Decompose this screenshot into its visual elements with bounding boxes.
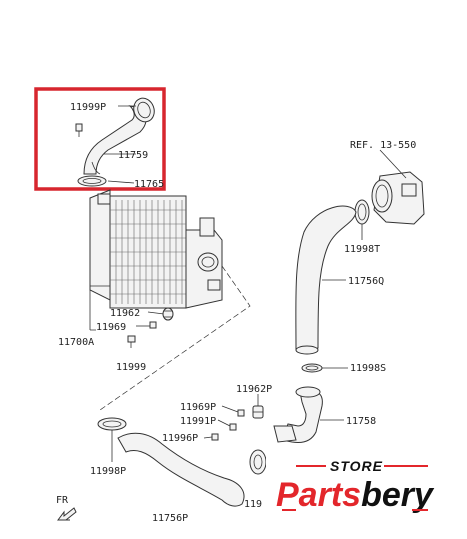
reference-label: REF. 13-550: [350, 140, 416, 151]
label-11969P: 11969P: [180, 402, 216, 413]
clamp-11998T: [354, 199, 370, 225]
label-11756P: 11756P: [152, 513, 188, 524]
leader-11765: [107, 180, 135, 184]
grommet-11962P: [252, 405, 264, 419]
logo-store-text: STORE: [330, 458, 383, 474]
label-11758: 11758: [346, 416, 376, 427]
bolt-11991P: [229, 423, 237, 431]
label-11700A: 11700A: [58, 337, 94, 348]
bolt-11999: [127, 335, 136, 348]
logo-brand-red: Parts: [276, 476, 361, 514]
store-logo: STORE Partsbery: [266, 456, 456, 520]
label-119-partial: 119: [244, 499, 262, 510]
label-11996P: 11996P: [162, 433, 198, 444]
intercooler-11700A: [89, 189, 223, 309]
label-11962P: 11962P: [236, 384, 272, 395]
logo-brand-black: bery: [361, 476, 435, 514]
label-11999: 11999: [116, 362, 146, 373]
intake-pipe-11759: [83, 97, 155, 175]
hose-clamp-11765: [77, 175, 107, 187]
front-label: FR: [56, 495, 69, 506]
throttle-body: [371, 171, 425, 225]
label-11765: 11765: [134, 179, 164, 190]
label-11759: 11759: [118, 150, 148, 161]
clamp-11998P: [97, 417, 127, 431]
bolt-11999P: [75, 123, 83, 137]
label-11991P: 11991P: [180, 416, 216, 427]
label-11998P: 11998P: [90, 466, 126, 477]
grommet-11962: [162, 307, 174, 321]
hose-11756P: [117, 432, 267, 507]
leader-11962: [147, 311, 165, 315]
label-11756Q: 11756Q: [348, 276, 384, 287]
bolt-11969: [149, 321, 157, 329]
front-arrow-icon: [57, 507, 77, 521]
label-11969: 11969: [96, 322, 126, 333]
highlight-box: [34, 87, 166, 191]
label-11998T: 11998T: [344, 244, 380, 255]
pipe-11758: [273, 386, 323, 443]
logo-brand: Partsbery: [276, 476, 435, 514]
label-11962: 11962: [110, 308, 140, 319]
leader-11969P: [221, 405, 239, 413]
leader-11996P: [203, 436, 213, 439]
clamp-11998S: [301, 363, 323, 373]
dashed-guide: [99, 265, 251, 411]
bolt-11996P: [211, 433, 219, 441]
bolt-11969P: [237, 409, 245, 417]
leader-ref: [379, 149, 407, 179]
hose-11756Q: [295, 205, 357, 355]
leader-11991P: [217, 419, 231, 427]
bracket-left: [89, 285, 110, 331]
label-11998S: 11998S: [350, 363, 386, 374]
label-11999P: 11999P: [70, 102, 106, 113]
